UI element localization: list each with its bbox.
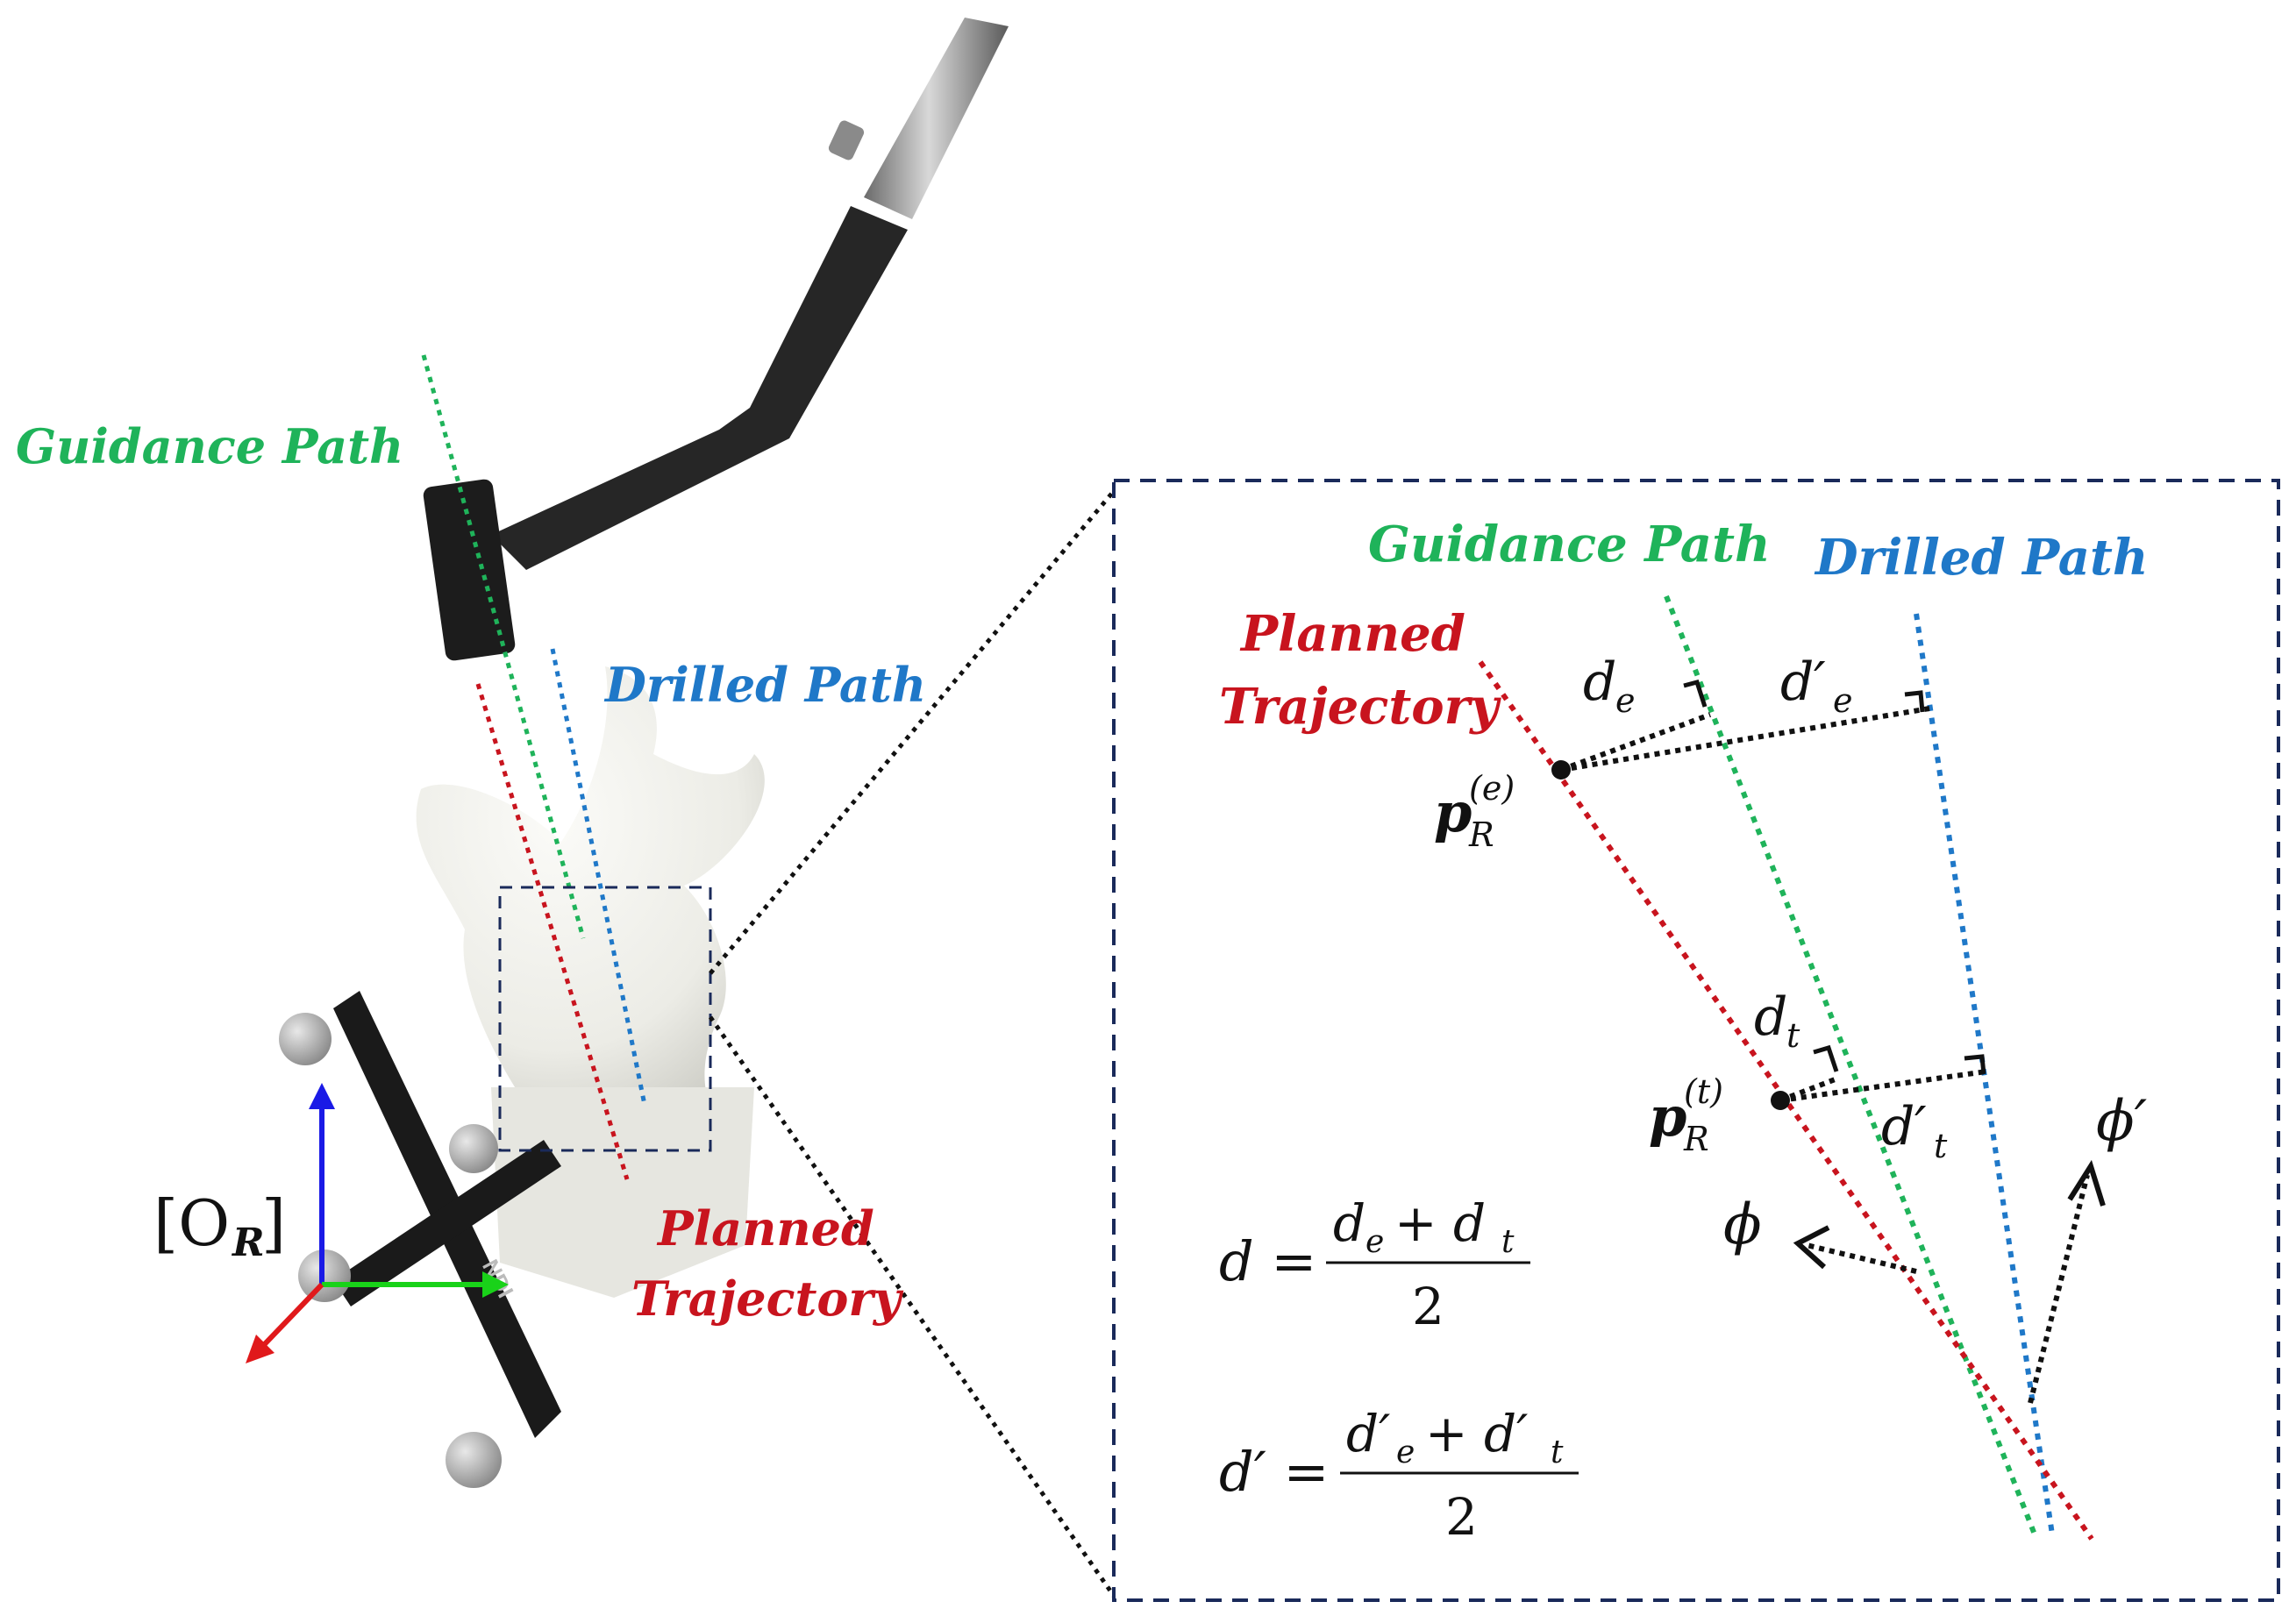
robot-arm-rod [864,18,1009,219]
eq2-lhs: d′ = [1219,1440,1329,1504]
label-dt-prime: d ′ t [1881,1096,1948,1165]
phi-arrow-head [1793,1225,1830,1270]
label-dt-d: d [1754,986,1787,1048]
right-angle-de-prime [1904,690,1925,713]
label-pre-p: p [1434,780,1472,844]
point-prt [1771,1091,1790,1110]
eq1-den: 2 [1412,1277,1444,1336]
eq1-lhs: d = [1219,1229,1316,1293]
eq1-num-d: d [1333,1193,1365,1253]
frame-axes [246,1083,509,1363]
label-de-prime-mark: ′ [1814,651,1826,713]
tool-holder-arm [491,206,908,570]
photo-label-planned-2: Trajectory [631,1271,904,1327]
phi-prime-arrow-head [2067,1159,2106,1207]
distance-line-dt-prime [1779,1069,1987,1103]
equation-d: d = d e + d t 2 [1219,1193,1530,1336]
label-dt-prime-d: d [1881,1096,1915,1157]
phi-prime-arrow-line [2028,1174,2090,1404]
eq2-num-d: d′ [1346,1404,1390,1463]
inset-label-planned-2: Trajectory [1219,678,1501,736]
zoom-connector-bottom [708,1015,1116,1598]
phantom-base [491,1087,754,1298]
inset-frame [1112,479,2280,1602]
tracker-marker-2 [449,1124,498,1173]
inset-drilled-path [1914,613,2055,1535]
eq2-num-sub-t: t [1551,1434,1564,1470]
vertebra-phantom [416,666,765,1298]
phi-arrow-line [1806,1242,1917,1274]
axis-x [256,1282,324,1353]
label-de-prime-sub: e [1833,681,1853,720]
axis-y-head [482,1271,509,1298]
inset-label-planned-1: Planned [1239,605,1465,663]
label-de-prime: d ′ e [1780,651,1853,720]
drill-guide-sleeve [423,479,516,661]
robot-arm [423,18,1009,661]
eq1-num-plus: + d [1394,1193,1486,1253]
label-de-d: d [1583,651,1616,713]
photo-label-drilled-path: Drilled Path [603,657,926,713]
label-dt-sub: t [1786,1016,1800,1055]
label-prt-p: p [1649,1085,1686,1149]
frame-label: [O R ] [153,1186,286,1265]
label-dt: d t [1754,986,1800,1055]
label-de-prime-d: d [1780,651,1814,713]
vertebra-body [416,666,765,1105]
axis-z-head [309,1083,335,1109]
eq2-num-plus: + d′ [1425,1404,1528,1463]
label-de-sub: e [1615,681,1636,720]
frame-label-sub: R [231,1221,265,1265]
zoom-connector-top [709,489,1116,975]
tracker-marker-4 [446,1432,502,1488]
label-phi: ϕ [1723,1192,1762,1257]
label-prt-sub: R [1683,1120,1709,1158]
right-angle-de [1683,679,1708,708]
photo-label-planned-1: Planned [656,1200,874,1256]
label-pre-sub: R [1468,815,1494,854]
robot-arm-bolt [828,120,865,160]
eq1-num-sub-e: e [1365,1224,1384,1260]
photo-paths [421,354,647,1180]
right-angle-dt [1813,1044,1839,1072]
tracker-bar-2 [333,1140,561,1306]
inset-label-guidance-path: Guidance Path [1368,516,1771,573]
tracker-marker-1 [279,1013,332,1065]
inset-label-drilled-path: Drilled Path [1814,529,2149,587]
label-prt: p R (t) [1649,1072,1723,1158]
eq2-num-sub-e: e [1396,1434,1415,1470]
frame-label-close: ] [261,1186,286,1260]
label-prt-sup: (t) [1684,1072,1723,1111]
equation-d-prime: d′ = d′ e + d′ t 2 [1219,1404,1579,1547]
point-pre [1551,760,1571,780]
label-pre: p R (e) [1434,769,1515,854]
label-dt-prime-mark: ′ [1915,1096,1927,1157]
inset-guidance-path [1664,594,2037,1536]
label-de: d e [1583,651,1636,720]
label-dt-prime-sub: t [1934,1127,1948,1165]
photo-guidance-path [421,354,586,939]
eq1-num-sub-t: t [1501,1224,1515,1260]
frame-label-open: [O [153,1186,230,1260]
eq2-den: 2 [1445,1487,1478,1547]
right-angle-dt-prime [1964,1054,1986,1075]
photo-label-guidance-path: Guidance Path [16,418,403,474]
photo-drilled-path [550,648,647,1106]
label-phi-prime: ϕ′ [2096,1089,2148,1154]
axis-x-head [246,1335,275,1363]
label-pre-sup: (e) [1469,769,1515,808]
